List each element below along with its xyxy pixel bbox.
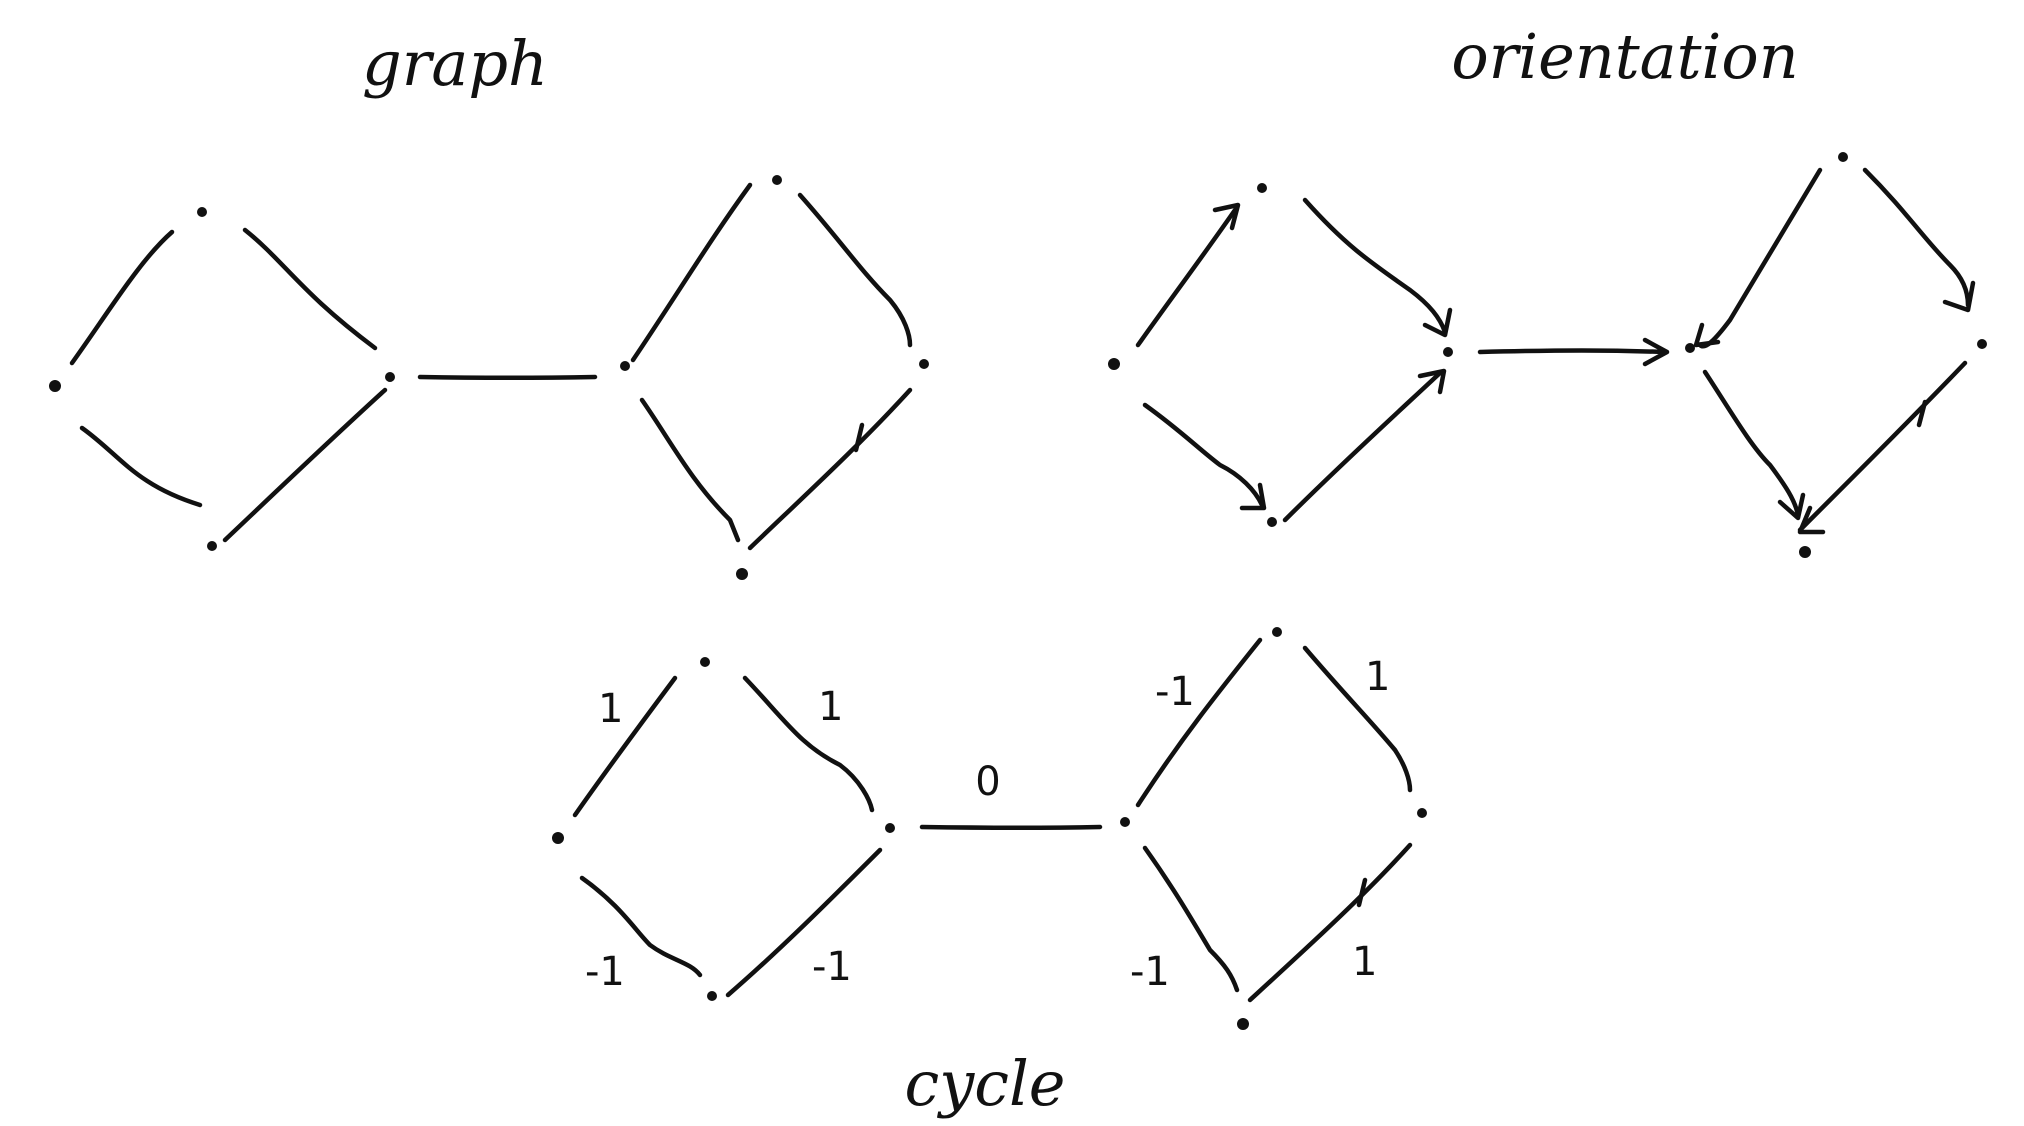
graph-node-r-right [919, 359, 929, 369]
orient-tick-mark [1916, 399, 1928, 428]
graph-tick-mark [853, 422, 865, 453]
orient-bridge-arrowhead [1642, 337, 1670, 367]
graph-left-square [69, 227, 388, 543]
graph-panel: graph [49, 27, 929, 580]
graph-edge-r-top-right [797, 192, 913, 348]
cycle-weight-left-top: 1 [598, 686, 623, 732]
cycle-node-r-right [1417, 808, 1427, 818]
cycle-node-r-top [1272, 627, 1282, 637]
graph-node-right [385, 372, 395, 382]
orient-edge-left-bottom [1142, 402, 1265, 508]
orient-edge-r-right-bottom [1797, 360, 1968, 533]
orient-edge-r-top-left [1697, 167, 1823, 349]
graph-edge-r-bottom-right [747, 387, 913, 551]
cycle-edge-left-bottom [579, 875, 703, 978]
orient-arrowhead-r-top-right [1942, 280, 1976, 313]
graph-edge-top-right [242, 227, 378, 351]
graph-edge-r-left-top [630, 182, 753, 363]
orient-arrowhead-r-right-bottom [1797, 505, 1826, 535]
orient-arrowhead-r-left-bottom [1777, 492, 1806, 521]
cycle-right-square [1135, 637, 1413, 1003]
orient-edge-top-right [1302, 197, 1448, 335]
cycle-weight-r-top-right: 1 [1365, 654, 1390, 700]
cycle-title: cycle [905, 1047, 1066, 1120]
cycle-weight-left-bottom: -1 [585, 949, 625, 995]
cycle-left-square [572, 675, 883, 998]
cycle-edge-left-top [572, 675, 678, 818]
orient-node-right [1443, 347, 1453, 357]
orient-node-r-right [1977, 339, 1987, 349]
graph-node-bottom [207, 541, 217, 551]
graph-right-square [630, 182, 913, 551]
graph-node-left [49, 380, 61, 392]
orientation-left-square [1135, 197, 1453, 523]
orient-edge-r-left-bottom [1702, 369, 1801, 518]
cycle-node-right [885, 823, 895, 833]
orient-edge-r-top-right [1862, 167, 1971, 308]
orient-edge-bottom-right [1282, 370, 1443, 523]
cycle-panel: cycle 1 1 -1 -1 0 -1 1 -1 1 [552, 627, 1427, 1120]
orientation-right-square [1693, 167, 1976, 535]
orient-edge-left-top [1135, 207, 1238, 348]
orient-arrowhead-left-top [1212, 202, 1241, 231]
cycle-edge-r-top-right [1302, 645, 1413, 793]
orientation-title: orientation [1451, 20, 1798, 93]
cycle-weight-r-left-bottom: -1 [1130, 949, 1170, 995]
orient-bridge-edge [1477, 348, 1668, 355]
cycle-edge-top-right [742, 675, 875, 813]
cycle-node-r-left [1120, 817, 1130, 827]
cycle-weight-bottom-right: -1 [812, 944, 852, 990]
orient-node-r-top [1838, 152, 1848, 162]
cycle-node-bottom [707, 991, 717, 1001]
cycle-node-left [552, 832, 564, 844]
cycle-edge-bottom-right [725, 847, 883, 998]
orient-node-r-bottom [1799, 546, 1811, 558]
cycle-weight-r-bottom-right: 1 [1352, 939, 1377, 985]
cycle-node-top [700, 657, 710, 667]
cycle-edge-r-left-bottom [1142, 845, 1240, 993]
cycle-node-r-bottom [1237, 1018, 1249, 1030]
orient-arrowhead-top-right [1422, 307, 1453, 338]
graph-edge-bottom-right [222, 387, 388, 543]
cycle-tick-mark [1356, 877, 1368, 908]
orient-node-bottom [1267, 517, 1277, 527]
orient-arrowhead-bottom-right [1417, 368, 1447, 395]
graph-edge-r-left-bottom [639, 397, 741, 543]
orient-node-r-left [1685, 343, 1695, 353]
graph-node-r-top [772, 175, 782, 185]
cycle-edge-r-bottom-right [1247, 842, 1413, 1003]
graph-edge-left-top [69, 229, 175, 366]
graph-node-top [197, 207, 207, 217]
graph-node-r-bottom [736, 568, 748, 580]
graph-title: graph [362, 27, 548, 100]
orientation-panel: orientation [1108, 20, 1987, 558]
orient-arrowhead-left-bottom [1239, 482, 1267, 511]
orient-arrowhead-r-top-left [1693, 322, 1721, 348]
cycle-weight-top-right: 1 [818, 684, 843, 730]
graph-bridge-edge [417, 374, 598, 380]
orient-node-top [1257, 183, 1267, 193]
cycle-weight-bridge: 0 [975, 759, 1000, 805]
cycle-edge-r-left-top [1135, 637, 1263, 808]
orient-node-left [1108, 358, 1120, 370]
graph-edge-left-bottom [79, 425, 203, 508]
graph-node-r-left [620, 361, 630, 371]
cycle-bridge-edge [919, 824, 1103, 830]
cycle-weight-r-left-top: -1 [1155, 669, 1195, 715]
